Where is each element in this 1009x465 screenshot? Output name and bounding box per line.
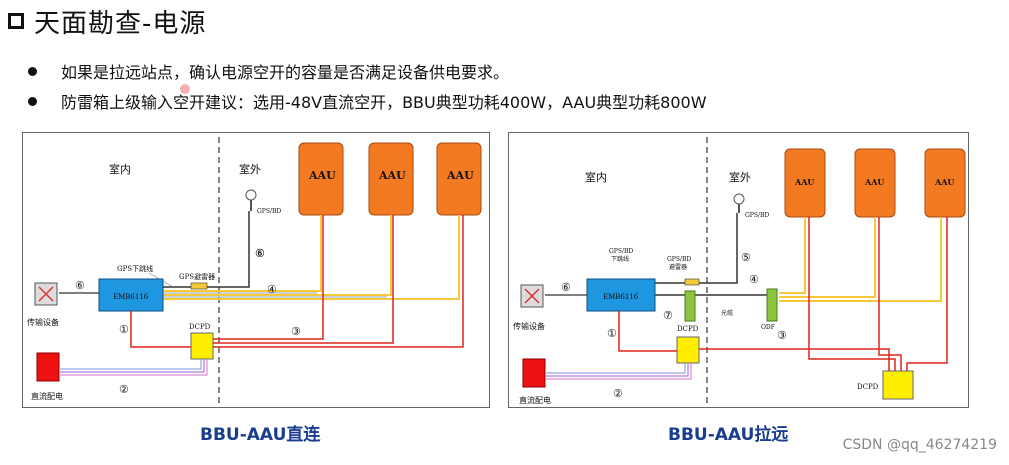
marker-4: ④ bbox=[267, 283, 277, 296]
dc-power-label: 直流配电 bbox=[519, 395, 551, 405]
gps-arrester-label: GPS/BD bbox=[667, 256, 691, 263]
gps-antenna-icon bbox=[733, 193, 745, 205]
bullet-item: 如果是拉远站点，确认电源空开的容量是否满足设备供电要求。 bbox=[28, 59, 509, 83]
gps-cable-label: GPS下跳线 bbox=[117, 264, 153, 273]
gps-bd-label: GPS/BD bbox=[745, 212, 769, 219]
outdoor-label: 室外 bbox=[729, 170, 751, 184]
power-line bbox=[130, 311, 191, 348]
bbu-unit bbox=[98, 278, 164, 312]
dcpd-outdoor-label: DCPD bbox=[857, 383, 879, 391]
indoor-label: 室内 bbox=[109, 162, 131, 176]
aau-unit bbox=[924, 148, 966, 218]
dc-power-label: 直流配电 bbox=[31, 391, 63, 401]
transport-device-icon bbox=[34, 282, 58, 306]
marker-5: ⑤ bbox=[741, 251, 751, 264]
bullet-text: 防雷箱上级输入空开建议：选用-48V直流空开，BBU典型功耗400W，AAU典型… bbox=[61, 93, 707, 112]
marker-3: ③ bbox=[291, 325, 301, 338]
marker-4: ④ bbox=[749, 273, 759, 286]
fiber-line bbox=[163, 215, 322, 292]
gps-arrester-label: GPS避雷器 bbox=[179, 272, 215, 281]
slide-title-text: 天面勘查-电源 bbox=[34, 8, 207, 39]
fiber-line bbox=[163, 215, 460, 300]
aau-label: AAU bbox=[308, 169, 336, 182]
power-line bbox=[618, 311, 677, 352]
fiber-line bbox=[779, 217, 942, 302]
gps-arrester bbox=[684, 278, 700, 286]
outdoor-label: 室外 bbox=[239, 162, 261, 176]
odf-indoor bbox=[684, 290, 696, 322]
watermark: CSDN @qq_46274219 bbox=[842, 437, 997, 453]
dcpd-unit bbox=[190, 332, 214, 360]
fiber-line bbox=[779, 217, 806, 294]
dcpd-outdoor-unit bbox=[882, 370, 914, 400]
bullet-text: 如果是拉远站点，确认电源空开的容量是否满足设备供电要求。 bbox=[61, 63, 510, 82]
diagram-remote: 室内 室外 AAU AAU AAU GPS/BD ⑤ ④ ODF 光缆 ③ GP… bbox=[508, 132, 969, 408]
dcpd-label: DCPD bbox=[189, 323, 211, 331]
caption-direct: BBU-AAU直连 bbox=[200, 425, 321, 445]
marker-3: ③ bbox=[777, 329, 787, 342]
aau-label: AAU bbox=[446, 169, 474, 182]
fiber-label: 光缆 bbox=[721, 309, 733, 317]
transport-label: 传输设备 bbox=[27, 317, 59, 327]
gps-cable-label: 下跳线 bbox=[611, 255, 629, 263]
gps-antenna-icon bbox=[245, 189, 257, 201]
marker-1: ① bbox=[119, 323, 129, 336]
odf-unit bbox=[766, 288, 778, 322]
dcpd-unit bbox=[676, 336, 700, 364]
indoor-label: 室内 bbox=[585, 170, 607, 184]
marker-7: ⑦ bbox=[663, 309, 673, 322]
laser-pointer-icon bbox=[180, 84, 190, 94]
bbu-label: EMB6116 bbox=[113, 293, 149, 301]
caption-remote: BBU-AAU拉远 bbox=[668, 425, 789, 445]
gps-arrester-label: 避雷器 bbox=[669, 263, 687, 271]
diagram-direct-svg: 室内 室外 AAU AAU AAU GPS/BD ⑥ ⑤ GPS下跳线 GPS避… bbox=[27, 137, 482, 405]
marker-6: ⑥ bbox=[561, 281, 571, 294]
marker-2: ② bbox=[613, 387, 623, 400]
dc-power-box bbox=[522, 358, 546, 388]
gps-cable-label: GPS/BD bbox=[609, 248, 633, 255]
marker-6: ⑥ bbox=[75, 279, 85, 292]
odf-label: ODF bbox=[761, 324, 775, 331]
aau-label: AAU bbox=[864, 177, 884, 187]
fiber-line bbox=[779, 217, 876, 298]
slide-title: 天面勘查-电源 bbox=[8, 2, 206, 40]
dc-power-box bbox=[36, 352, 60, 382]
marker-1: ① bbox=[607, 327, 617, 340]
bbu-label: EMB6116 bbox=[603, 293, 639, 301]
transport-device-icon bbox=[520, 284, 544, 308]
marker-5: ⑤ bbox=[255, 247, 265, 260]
diagram-remote-svg: 室内 室外 AAU AAU AAU GPS/BD ⑤ ④ ODF 光缆 ③ GP… bbox=[513, 137, 966, 405]
aau-label: AAU bbox=[794, 177, 814, 187]
bullet-dot-icon bbox=[28, 66, 37, 76]
checkbox-square-icon bbox=[8, 13, 24, 29]
dcpd-label: DCPD bbox=[677, 325, 699, 333]
marker-2: ② bbox=[119, 383, 129, 396]
bullet-dot-icon bbox=[28, 96, 37, 106]
gps-bd-label: GPS/BD bbox=[257, 208, 281, 215]
gps-arrester bbox=[190, 282, 208, 290]
diagram-direct: 室内 室外 AAU AAU AAU GPS/BD ⑥ ⑤ GPS下跳线 GPS避… bbox=[22, 132, 490, 408]
transport-label: 传输设备 bbox=[513, 321, 545, 331]
aau-label: AAU bbox=[934, 177, 954, 187]
aau-label: AAU bbox=[378, 169, 406, 182]
fiber-line bbox=[163, 215, 392, 296]
marker-5: ⑥ bbox=[255, 247, 265, 260]
bullet-item: 防雷箱上级输入空开建议：选用-48V直流空开，BBU典型功耗400W，AAU典型… bbox=[28, 89, 707, 113]
